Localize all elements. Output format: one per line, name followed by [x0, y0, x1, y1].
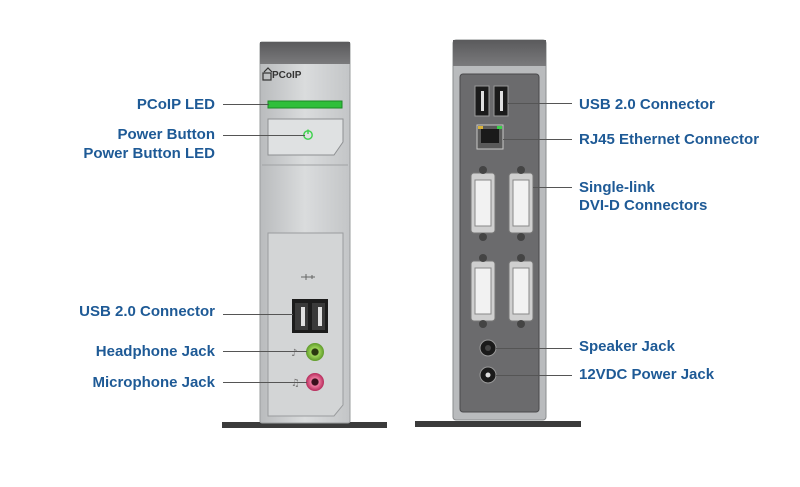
headphone-leader	[223, 351, 307, 352]
rear-usb-leader	[508, 103, 572, 104]
microphone-leader	[223, 382, 307, 383]
rj45-label: RJ45 Ethernet Connector	[579, 131, 760, 148]
dvi-label-line1: Single-link	[579, 179, 655, 196]
svg-text:♪: ♪	[291, 348, 297, 359]
headphone-label: Headphone Jack	[95, 343, 215, 360]
dvi-connector-2	[508, 166, 534, 241]
dvi-connector-3	[470, 254, 496, 328]
power-jack-label: 12VDC Power Jack	[579, 366, 715, 383]
power-button-label: Power Button	[117, 126, 216, 143]
power-jack-leader	[496, 375, 572, 376]
pcoip-led-leader	[223, 104, 269, 105]
dvi-label-line2: DVI-D Connectors	[579, 197, 708, 214]
dvi-connector-1	[470, 166, 496, 241]
rear-device	[415, 39, 581, 427]
dvi-connector-4	[508, 254, 534, 328]
power-button-led-label: Power Button LED	[83, 145, 215, 162]
svg-text:♫: ♫	[291, 378, 300, 389]
rear-top-cap	[453, 40, 546, 66]
headphone-jack	[306, 343, 324, 361]
rear-usb-label: USB 2.0 Connector	[579, 96, 715, 113]
microphone-jack	[306, 373, 324, 391]
pcoip-led-label: PCoIP LED	[136, 96, 215, 113]
front-usb-leader	[223, 314, 293, 315]
speaker-leader	[496, 348, 572, 349]
dvi-leader	[533, 187, 572, 188]
front-stand	[222, 422, 387, 428]
front-usb-label: USB 2.0 Connector	[79, 303, 215, 320]
pcoip-led	[267, 100, 343, 109]
pcoip-logo-text: PCoIP	[272, 70, 302, 81]
rj45-leader	[503, 139, 572, 140]
rear-stand	[415, 421, 581, 427]
pcoip-logo-icon	[262, 72, 272, 81]
front-top-cap	[260, 42, 350, 64]
power-button-leader	[223, 135, 305, 136]
speaker-label: Speaker Jack	[579, 338, 675, 355]
power-button	[267, 118, 344, 156]
front-device: ♪ ♫	[222, 41, 387, 428]
microphone-label: Microphone Jack	[92, 374, 215, 391]
